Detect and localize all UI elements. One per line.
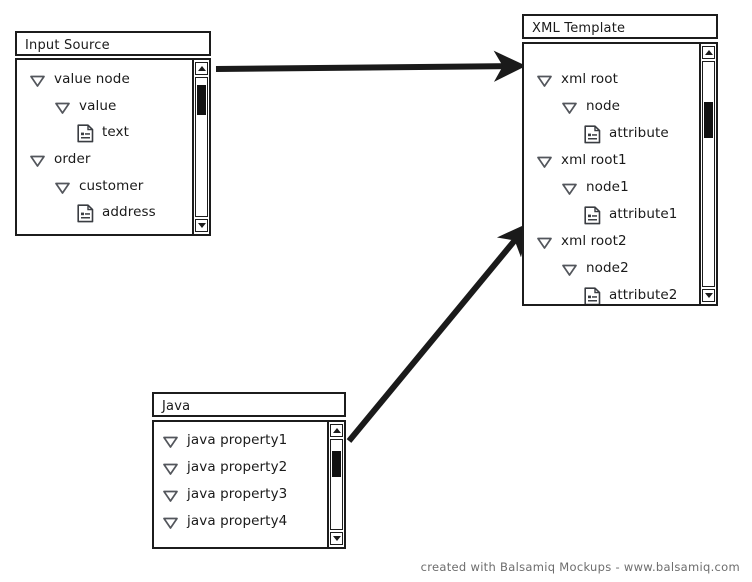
triangle-down-icon[interactable] <box>561 99 578 116</box>
panel-title-xml-template: XML Template <box>522 14 718 39</box>
tree-row-label: order <box>54 151 91 168</box>
scroll-up-arrow-icon <box>704 50 713 55</box>
tree-row-node1[interactable]: node1 <box>561 177 629 199</box>
scroll-up-arrow-icon <box>332 428 341 433</box>
tree-row-label: java property1 <box>187 432 288 449</box>
tree-row-label: java property4 <box>187 513 288 530</box>
tree-row-label: address <box>102 204 156 221</box>
tree-row-label: customer <box>79 178 144 195</box>
tree-row-attribute[interactable]: attribute <box>584 123 669 145</box>
triangle-down-icon[interactable] <box>536 153 553 170</box>
tree-row-label: node1 <box>586 179 629 196</box>
scrollbar-track[interactable] <box>702 61 715 287</box>
panel-body-java: java property1 java property2 java prope… <box>152 420 346 549</box>
scroll-down-button[interactable] <box>195 219 208 232</box>
panel-java: Java java property1 java property2 java … <box>152 392 346 549</box>
scroll-up-button[interactable] <box>195 62 208 75</box>
tree-row-node[interactable]: node <box>561 96 620 118</box>
tree-row-xml-root[interactable]: xml root <box>536 69 618 91</box>
panel-input-source: Input Source value node value <box>15 31 211 236</box>
scrollbar-track[interactable] <box>330 439 343 530</box>
document-icon[interactable] <box>584 286 601 306</box>
scroll-up-button[interactable] <box>702 46 715 59</box>
tree-row-java-property3[interactable]: java property3 <box>162 484 287 506</box>
triangle-down-icon[interactable] <box>29 152 46 169</box>
document-icon[interactable] <box>584 124 601 144</box>
scrollbar-java[interactable] <box>327 422 344 547</box>
tree-row-label: node2 <box>586 260 629 277</box>
triangle-down-icon[interactable] <box>162 433 179 450</box>
tree-row-label: attribute1 <box>609 206 678 223</box>
tree-row-label: xml root1 <box>561 152 627 169</box>
arrow-input-source-to-xml-root <box>215 50 527 82</box>
scroll-down-arrow-icon <box>197 223 206 228</box>
triangle-down-icon[interactable] <box>561 261 578 278</box>
panel-body-xml-template: xml root node attribute <box>522 42 718 306</box>
tree-row-label: xml root2 <box>561 233 627 250</box>
tree-row-label: value <box>79 98 117 115</box>
tree-row-label: node <box>586 98 621 115</box>
tree-row-java-property2[interactable]: java property2 <box>162 457 287 479</box>
triangle-down-icon[interactable] <box>54 99 71 116</box>
panel-xml-template: XML Template xml root node <box>522 14 718 306</box>
scroll-up-button[interactable] <box>330 424 343 437</box>
tree-row-label: java property3 <box>187 486 288 503</box>
tree-row-java-property4[interactable]: java property4 <box>162 511 287 533</box>
document-icon[interactable] <box>584 205 601 225</box>
tree-row-node2[interactable]: node2 <box>561 258 629 280</box>
tree-row-order[interactable]: order <box>29 149 91 171</box>
triangle-down-icon[interactable] <box>54 179 71 196</box>
scrollbar-thumb[interactable] <box>332 450 341 478</box>
tree-row-value-node[interactable]: value node <box>29 69 130 91</box>
triangle-down-icon[interactable] <box>536 234 553 251</box>
tree-row-address[interactable]: address <box>77 202 156 224</box>
tree-row-xml-root1[interactable]: xml root1 <box>536 150 627 172</box>
triangle-down-icon[interactable] <box>29 72 46 89</box>
footer-credit: created with Balsamiq Mockups - www.bals… <box>420 560 740 574</box>
triangle-down-icon[interactable] <box>561 180 578 197</box>
triangle-down-icon[interactable] <box>536 72 553 89</box>
panel-title-java: Java <box>152 392 346 417</box>
scrollbar-track[interactable] <box>195 77 208 217</box>
scroll-down-arrow-icon <box>704 293 713 298</box>
scroll-down-button[interactable] <box>330 532 343 545</box>
tree-row-label: xml root <box>561 71 619 88</box>
scroll-up-arrow-icon <box>197 66 206 71</box>
scrollbar-xml-template[interactable] <box>699 44 716 304</box>
scrollbar-input-source[interactable] <box>192 60 209 234</box>
document-icon[interactable] <box>77 203 94 223</box>
scrollbar-thumb[interactable] <box>704 102 713 139</box>
tree-row-attribute1[interactable]: attribute1 <box>584 204 677 226</box>
triangle-down-icon[interactable] <box>162 460 179 477</box>
scrollbar-thumb[interactable] <box>197 84 206 116</box>
tree-row-attribute2[interactable]: attribute2 <box>584 285 678 306</box>
tree-row-label: attribute2 <box>609 287 678 304</box>
tree-row-text[interactable]: text <box>77 122 129 144</box>
arrow-java-to-xml-root2 <box>346 222 530 443</box>
triangle-down-icon[interactable] <box>162 487 179 504</box>
document-icon[interactable] <box>77 123 94 143</box>
scroll-down-arrow-icon <box>332 536 341 541</box>
scroll-down-button[interactable] <box>702 289 715 302</box>
panel-body-input-source: value node value text <box>15 58 211 236</box>
tree-row-value[interactable]: value <box>54 96 116 118</box>
tree-row-label: value node <box>54 71 130 88</box>
triangle-down-icon[interactable] <box>162 514 179 531</box>
tree-row-customer[interactable]: customer <box>54 176 143 198</box>
tree-row-xml-root2[interactable]: xml root2 <box>536 231 627 253</box>
tree-row-label: text <box>102 124 130 141</box>
panel-title-input-source: Input Source <box>15 31 211 56</box>
tree-row-label: attribute <box>609 125 669 142</box>
tree-row-label: java property2 <box>187 459 288 476</box>
tree-row-java-property1[interactable]: java property1 <box>162 430 287 452</box>
